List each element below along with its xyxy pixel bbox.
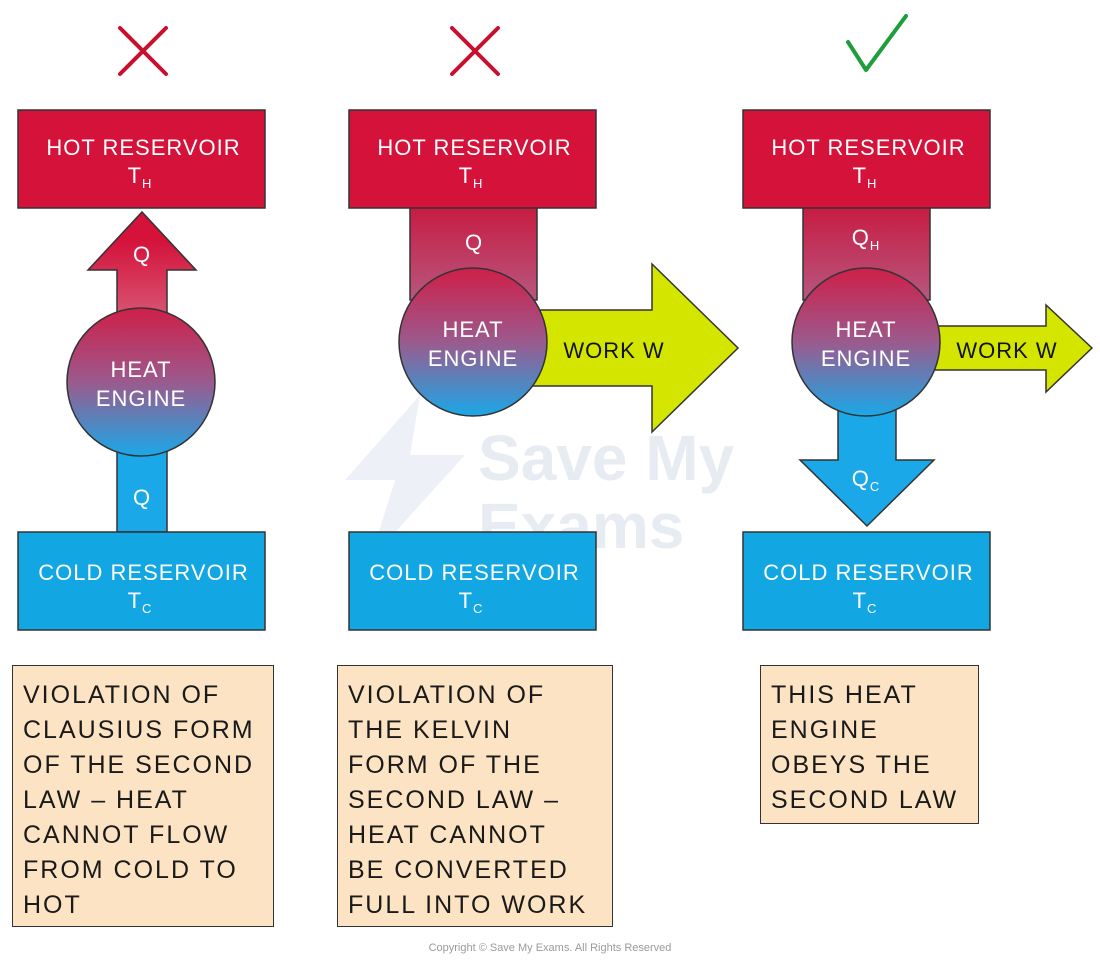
heat-engine <box>398 267 548 417</box>
heat-in-label: QH <box>852 225 881 253</box>
verdict-cross-panel-2 <box>450 26 500 76</box>
note-valid-engine: THIS HEAT ENGINE OBEYS THE SECOND LAW <box>760 665 979 824</box>
cold-reservoir-label: COLD RESERVOIR <box>369 560 579 585</box>
cold-reservoir-label: COLD RESERVOIR <box>763 560 973 585</box>
heat-engine-label-line1: HEAT <box>835 317 896 342</box>
cold-reservoir-temp: TC <box>128 588 153 616</box>
check-icon <box>846 14 908 72</box>
hot-reservoir-label: HOT RESERVOIR <box>377 135 571 160</box>
heat-engine-label-line1: HEAT <box>110 357 171 382</box>
hot-reservoir-label: HOT RESERVOIR <box>771 135 965 160</box>
cold-reservoir <box>348 531 597 631</box>
hot-reservoir-temp: TH <box>128 163 153 191</box>
work-label: WORK W <box>956 338 1057 363</box>
verdict-cross-panel-1 <box>118 26 168 76</box>
hot-reservoir-temp: TH <box>853 163 878 191</box>
cold-reservoir-temp: TC <box>853 588 878 616</box>
cross-icon <box>118 26 168 76</box>
cold-reservoir-temp: TC <box>459 588 484 616</box>
heat-engine-label-line1: HEAT <box>442 317 503 342</box>
heat-out-label: Q <box>133 485 151 510</box>
note-kelvin: VIOLATION OF THE KELVIN FORM OF THE SECO… <box>337 665 613 927</box>
hot-reservoir-temp: TH <box>459 163 484 191</box>
cold-reservoir-label: COLD RESERVOIR <box>38 560 248 585</box>
heat-in-label: Q <box>465 230 483 255</box>
note-clausius: VIOLATION OF CLAUSIUS FORM OF THE SECOND… <box>12 665 274 927</box>
hot-reservoir <box>742 109 991 209</box>
panel-clausius: HOT RESERVOIR TH HEAT ENGINE Q Q COLD RE… <box>17 109 266 631</box>
heat-in-label: Q <box>133 242 151 267</box>
panel-kelvin: WORK W Q HOT RESERVOIR TH HEAT ENGINE CO… <box>348 109 740 631</box>
hot-reservoir <box>17 109 266 209</box>
cold-reservoir <box>742 531 991 631</box>
work-arrow <box>924 303 1094 394</box>
copyright-notice: Copyright © Save My Exams. All Rights Re… <box>428 942 672 954</box>
heat-engine <box>66 307 216 457</box>
heat-engine-label-line2: ENGINE <box>428 346 518 371</box>
watermark-line1: Save My <box>478 422 735 494</box>
heat-engine-label-line2: ENGINE <box>821 346 911 371</box>
watermark-logo-icon <box>345 395 465 560</box>
cold-reservoir <box>17 531 266 631</box>
heat-out-label: QC <box>852 466 881 494</box>
heat-engine-label-line2: ENGINE <box>96 386 186 411</box>
verdict-tick-panel-3 <box>846 14 908 72</box>
heat-engine <box>791 267 941 417</box>
cross-icon <box>450 26 500 76</box>
hot-reservoir-label: HOT RESERVOIR <box>46 135 240 160</box>
work-label: WORK W <box>563 338 664 363</box>
work-arrow <box>529 262 740 434</box>
panel-valid-engine: QC WORK W QH HOT RESERVOIR TH HEAT ENGIN… <box>742 109 1094 631</box>
hot-reservoir <box>348 109 597 209</box>
